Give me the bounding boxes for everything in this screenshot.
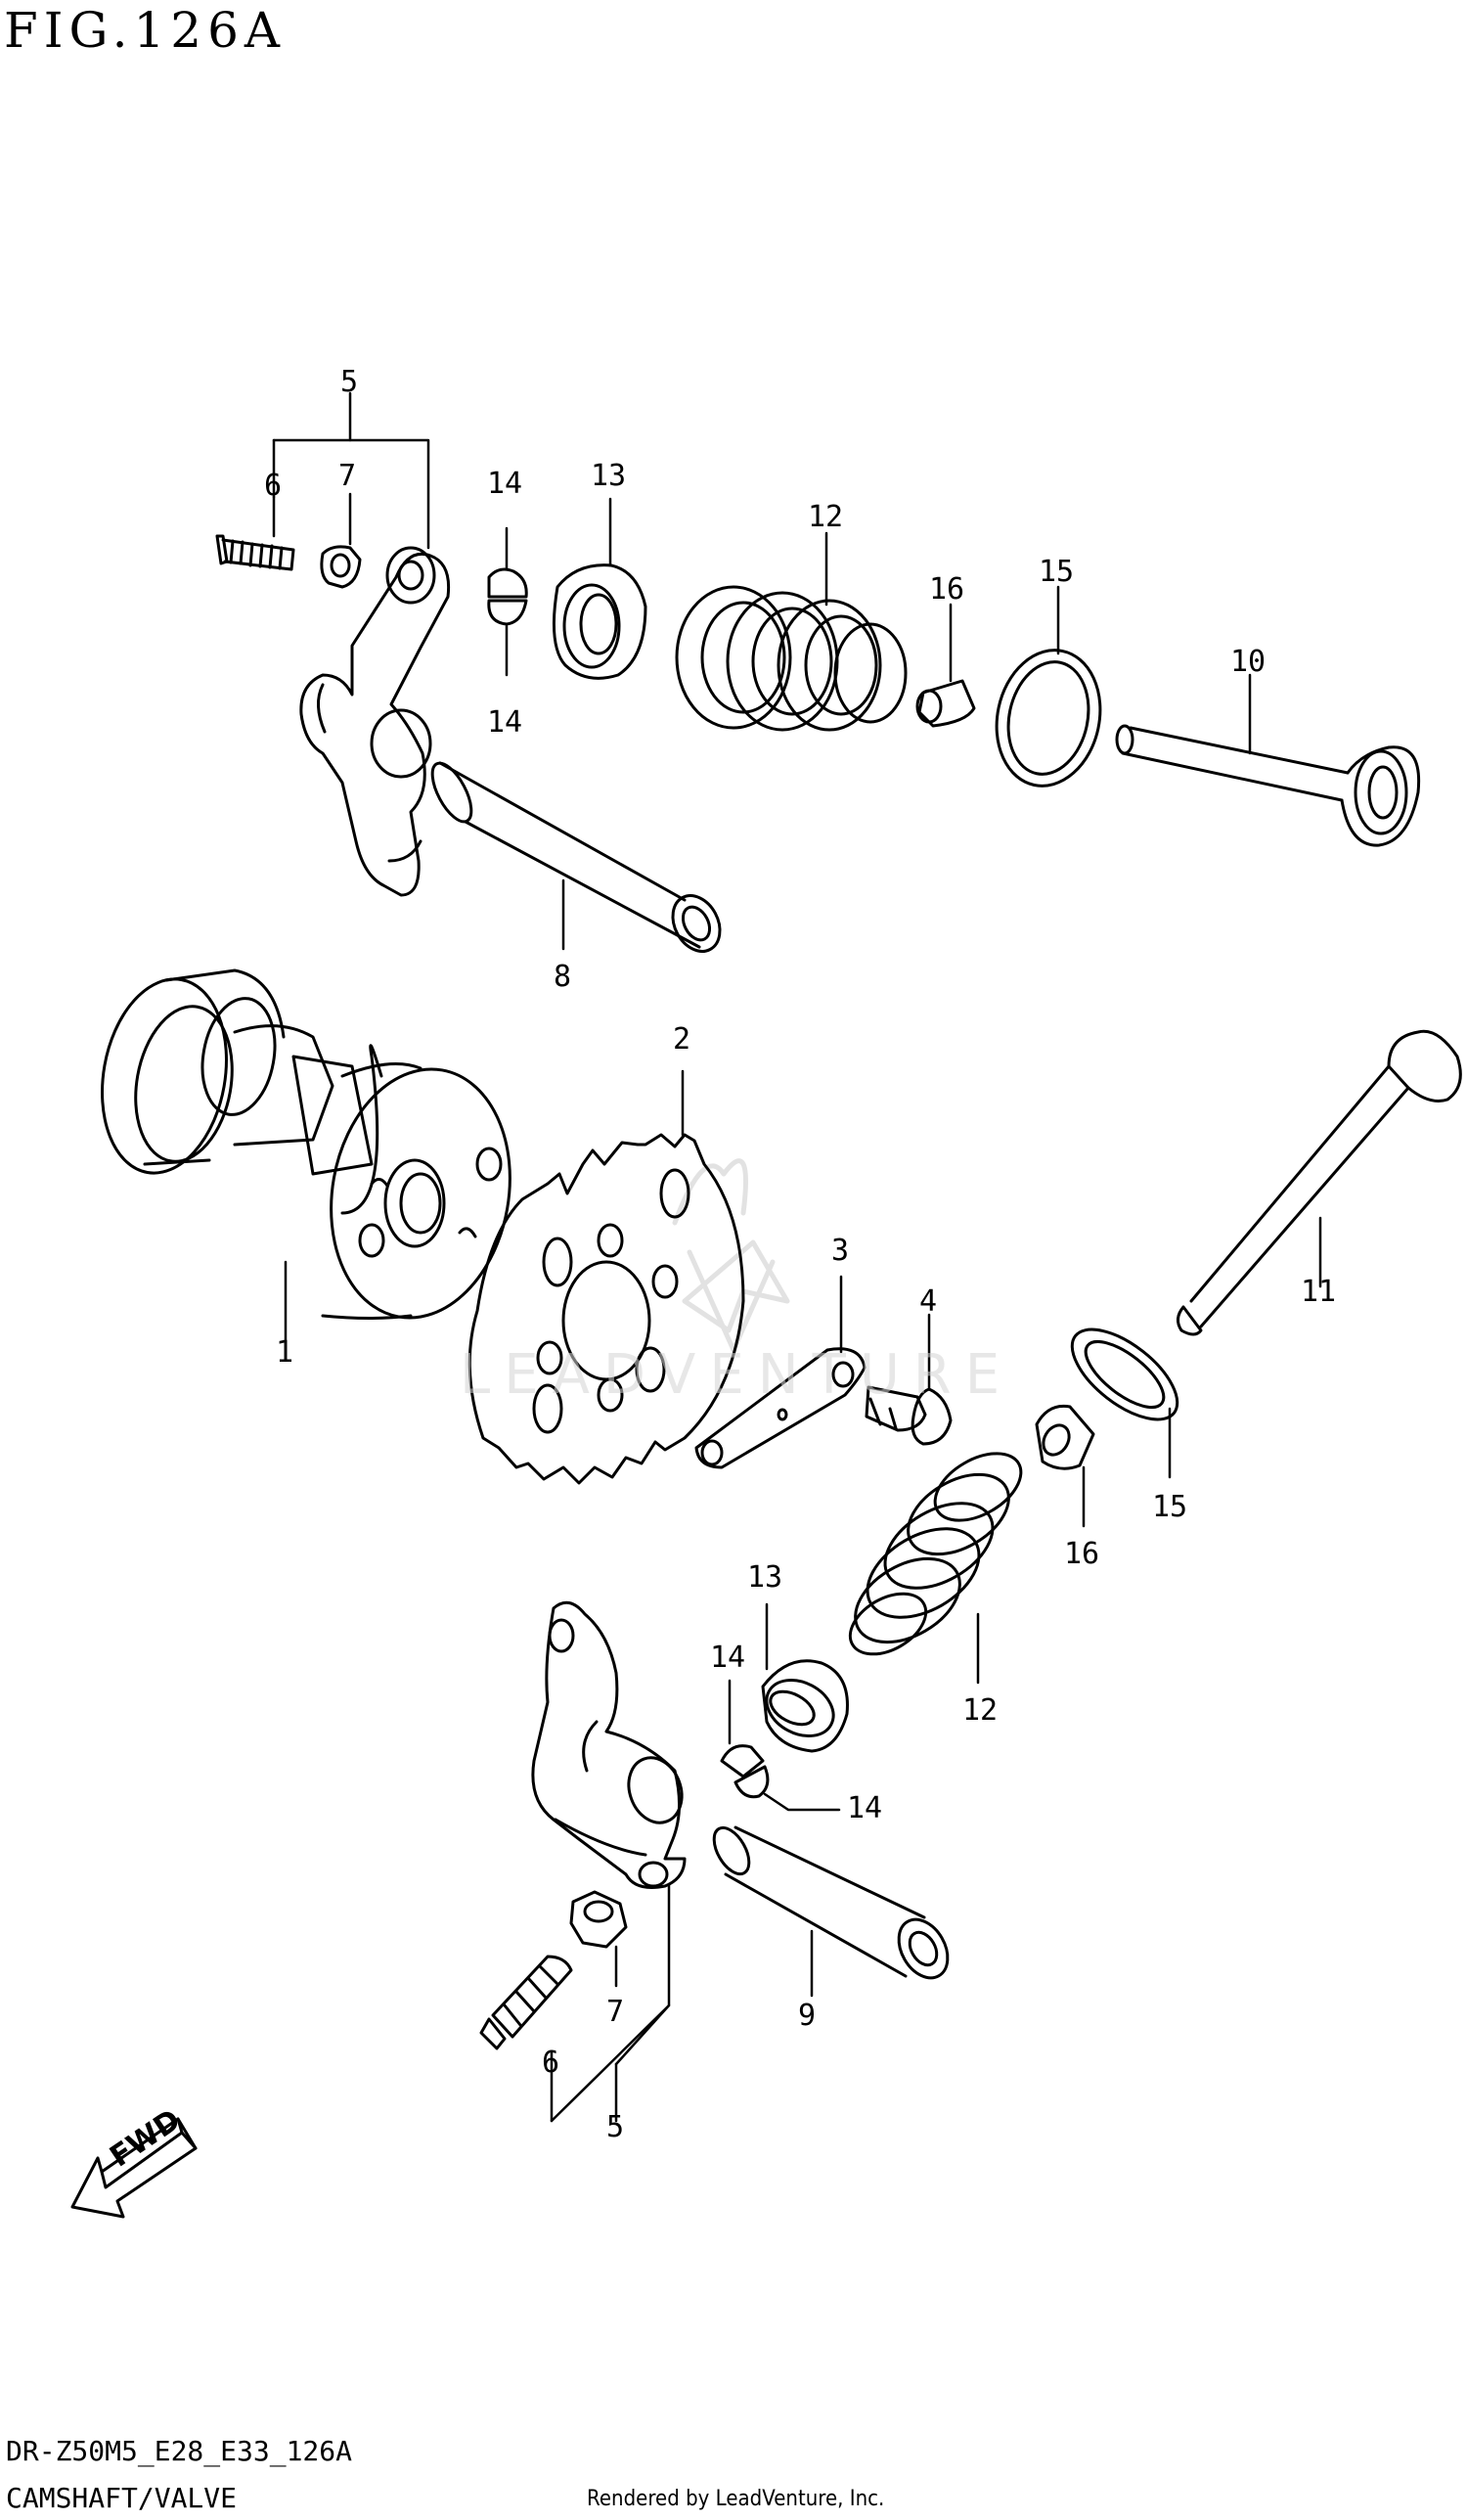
callout-14-top-b: 14 [487,705,523,740]
spring-retainer-top [552,497,647,680]
exhaust-valve-top [1115,673,1421,847]
watermark-text: LEADVENTURE [460,1343,1014,1407]
figure-title: FIG.126A [4,2,287,59]
leader-5-top [272,391,430,550]
callout-6-bottom: 6 [542,2046,560,2080]
camshaft [101,968,511,1362]
callout-14-top-a: 14 [487,467,523,501]
callout-2: 2 [673,1022,691,1057]
callout-10: 10 [1230,645,1267,679]
rocker-shaft-top [430,761,722,953]
callout-16-top: 16 [929,572,965,607]
leader-5-bottom [550,1882,671,2123]
callout-5-top: 5 [340,365,359,399]
callout-13-bottom: 13 [747,1560,783,1595]
fwd-arrow-icon [70,2117,198,2219]
callout-7-top: 7 [338,459,357,493]
callout-13-top: 13 [591,459,627,493]
callout-5-bottom: 5 [606,2110,625,2144]
watermark-logo-icon [672,1158,790,1353]
rocker-shaft-bottom [712,1825,950,1998]
callout-3: 3 [831,1234,850,1268]
callout-12-top: 12 [808,500,844,534]
callout-15-bottom: 15 [1152,1490,1188,1524]
valve-cotter-bottom [720,1679,841,1812]
callout-14-bottom-b: 14 [847,1791,883,1825]
sprocket-plate [694,1275,867,1469]
adjust-screw-bottom [479,1955,573,2123]
adjust-screw-top [215,495,295,571]
section-name: CAMSHAFT/VALVE [6,2482,238,2514]
valve-seal-top [915,603,976,728]
nut-top [320,492,362,589]
callout-8: 8 [554,960,572,994]
callout-1: 1 [276,1335,294,1370]
valve-spring-top [675,531,908,732]
sprocket-bolt [865,1313,953,1446]
callout-16-bottom: 16 [1064,1537,1100,1571]
callout-11: 11 [1301,1275,1337,1309]
valve-cotter-top [487,526,528,677]
callout-12-bottom: 12 [962,1693,999,1728]
callout-14-bottom-a: 14 [710,1641,746,1675]
rocker-arm-bottom [531,1600,687,1889]
nut-bottom [569,1890,628,1988]
spring-seat-washer-top [995,585,1102,788]
callout-6-top: 6 [264,469,283,503]
spring-seat-washer-bottom [1070,1328,1179,1479]
callout-7-bottom: 7 [606,1995,625,2029]
callout-4: 4 [919,1284,938,1319]
valve-spring-bottom [848,1452,1023,1685]
rendered-by-credit: Rendered by LeadVenture, Inc. [587,2487,885,2511]
valve-seal-bottom [1035,1404,1095,1528]
rocker-arm-top [299,546,451,897]
spring-retainer-bottom [761,1602,849,1753]
callout-15-top: 15 [1039,555,1075,589]
intake-valve [1177,1029,1462,1336]
cam-sprocket [467,1069,745,1485]
callout-9: 9 [798,1999,817,2033]
model-code: DR-Z50M5_E28_E33_126A [6,2435,353,2467]
